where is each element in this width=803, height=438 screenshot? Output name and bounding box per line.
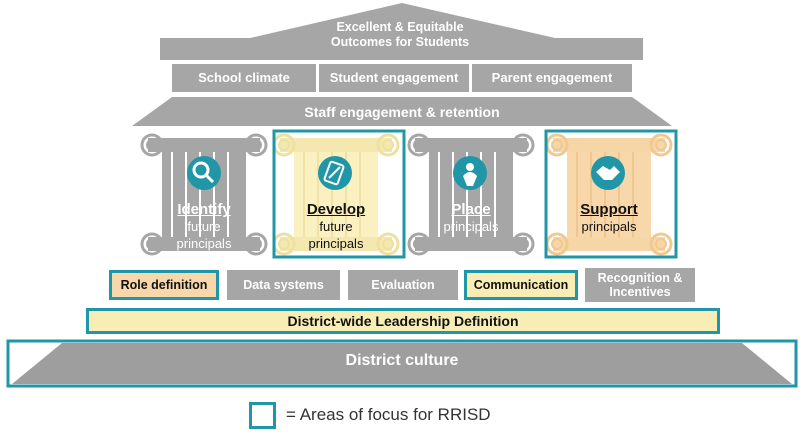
culture-bar-shape bbox=[6, 339, 798, 388]
magnifier-icon bbox=[187, 156, 221, 190]
foundation-evaluation: Evaluation bbox=[348, 270, 458, 300]
pillar-support bbox=[545, 133, 673, 256]
pillar-develop-text: Develop future principals bbox=[290, 201, 382, 252]
roof-title: Excellent & Equitable Outcomes for Stude… bbox=[300, 20, 500, 50]
legend-text: = Areas of focus for RRISD bbox=[286, 405, 491, 424]
foundation-communication: Communication bbox=[464, 270, 578, 300]
staff-bar-shape bbox=[132, 97, 672, 126]
outcome-parent-engagement: Parent engagement bbox=[491, 70, 613, 85]
legend-swatch bbox=[249, 402, 276, 429]
pillar-identify-text: Identify future principals bbox=[162, 201, 246, 252]
pillar-place-sub1: principals bbox=[443, 219, 499, 234]
pillar-support-text: Support principals bbox=[563, 201, 655, 235]
foundation-recognition-line1: Recognition & bbox=[597, 271, 683, 285]
staff-engagement-bar: Staff engagement & retention bbox=[304, 104, 500, 120]
person-pin-icon bbox=[453, 156, 487, 190]
foundation-recognition-line2: Incentives bbox=[609, 285, 671, 299]
roof-shape bbox=[160, 3, 643, 60]
pillar-identify-sub2: principals bbox=[176, 236, 232, 251]
roof-title-line2: Outcomes for Students bbox=[330, 35, 470, 49]
roof-title-line1: Excellent & Equitable bbox=[336, 20, 464, 34]
pillar-develop-sub1: future bbox=[319, 219, 353, 234]
foundation-data-systems: Data systems bbox=[227, 270, 340, 300]
pillar-place-text: Place principals bbox=[429, 201, 513, 235]
leadership-definition-bar: District-wide Leadership Definition bbox=[86, 308, 720, 334]
pillar-develop-title: Develop bbox=[306, 201, 366, 218]
growth-chart-icon bbox=[318, 156, 352, 190]
pillars-graphic bbox=[140, 129, 678, 259]
handshake-icon bbox=[591, 156, 625, 190]
district-culture-bar: District culture bbox=[345, 352, 459, 369]
pillar-support-title: Support bbox=[580, 201, 638, 218]
pillar-develop-sub2: principals bbox=[308, 236, 364, 251]
focus-border-develop bbox=[272, 129, 406, 259]
outcome-school-climate: School climate bbox=[198, 70, 290, 85]
focus-border-support bbox=[544, 129, 678, 259]
pillar-identify-title: Identify bbox=[177, 201, 231, 218]
pillar-identify-sub1: future bbox=[187, 219, 221, 234]
pillar-support-sub1: principals bbox=[581, 219, 637, 234]
foundation-recognition-incentives: Recognition & Incentives bbox=[585, 268, 695, 302]
foundation-role-definition: Role definition bbox=[109, 270, 219, 300]
outcome-student-engagement: Student engagement bbox=[329, 70, 459, 85]
pillar-place-title: Place bbox=[451, 201, 491, 218]
